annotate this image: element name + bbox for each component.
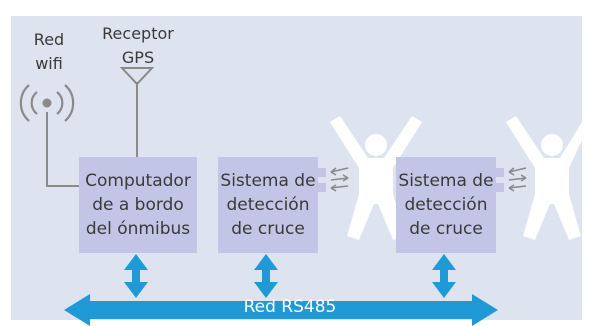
signal-arrows-2 — [496, 167, 527, 192]
crossing-detection-box-1: Sistema de detección de cruce — [218, 157, 318, 253]
pedestrian-figure-1 — [330, 116, 422, 240]
wifi-icon — [19, 84, 75, 122]
onboard-computer-box: Computador de a bordo del ónmibus — [79, 157, 197, 253]
onboard-computer-label: Computador de a bordo del ónmibus — [85, 171, 191, 239]
vertical-arrow-3 — [432, 254, 456, 298]
bus-label: Red RS485 — [243, 297, 337, 317]
signal-arrows-1 — [318, 167, 349, 192]
pedestrian-figure-2 — [506, 116, 582, 240]
vertical-arrow-1 — [124, 254, 148, 298]
crossing-detection-label-2: Sistema de detección de cruce — [398, 171, 494, 239]
gps-label: Receptor GPS — [102, 24, 174, 67]
wifi-connection-line — [46, 112, 80, 187]
wifi-label: Red wifi — [33, 30, 65, 73]
gps-antenna-icon — [119, 67, 155, 86]
crossing-detection-box-2: Sistema de detección de cruce — [396, 157, 496, 253]
vertical-arrow-2 — [254, 254, 278, 298]
crossing-detection-label-1: Sistema de detección de cruce — [220, 171, 316, 239]
bus-arrow — [64, 294, 498, 326]
